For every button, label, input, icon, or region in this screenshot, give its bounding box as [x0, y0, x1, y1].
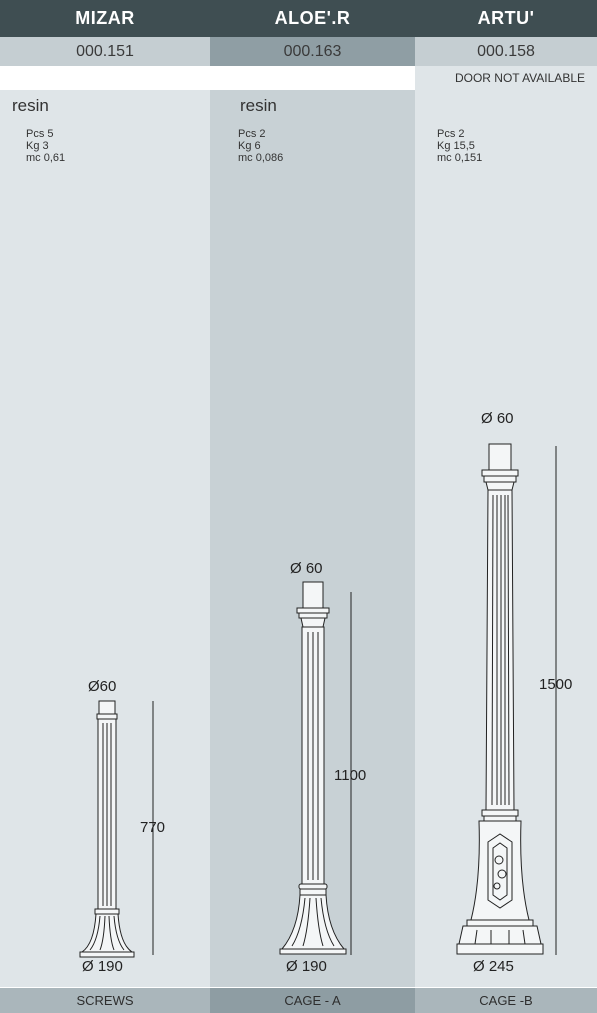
volume-value: mc 0,61	[26, 152, 66, 164]
door-note: DOOR NOT AVAILABLE	[454, 71, 585, 85]
product-code: 000.151	[0, 37, 210, 66]
material-label: resin	[240, 96, 277, 115]
note-strip	[210, 66, 415, 90]
note-strip	[415, 66, 597, 90]
spec-list: Pcs 5 Kg 3 mc 0,61	[26, 128, 65, 164]
pole-drawing-mizar	[79, 700, 154, 958]
mounting-label: CAGE -B	[415, 988, 597, 1013]
product-code: 000.158	[415, 37, 597, 66]
pole-drawing-aloe	[279, 581, 352, 955]
product-column-artu: ARTU' 000.158 DOOR NOT AVAILABLE Pcs 2 K…	[415, 0, 597, 1013]
material-label: resin	[12, 96, 49, 115]
spec-list: Pcs 2 Kg 6 mc 0,086	[238, 128, 283, 164]
product-code: 000.163	[210, 37, 415, 66]
top-diameter-label: Ø60	[88, 678, 117, 695]
product-column-aloe: ALOE'.R 000.163 resin Pcs 2 Kg 6 mc 0,08…	[210, 0, 415, 1013]
weight-value: Kg 3	[26, 140, 49, 152]
pole-drawing-artu	[456, 443, 557, 955]
product-column-mizar: MIZAR 000.151 resin Pcs 5 Kg 3 mc 0,61	[0, 0, 210, 1013]
pieces-value: Pcs 2	[238, 128, 266, 140]
base-diameter-label: Ø 190	[82, 958, 123, 975]
pieces-value: Pcs 2	[437, 128, 465, 140]
note-strip	[0, 66, 210, 90]
weight-value: Kg 15,5	[437, 140, 475, 152]
spec-list: Pcs 2 Kg 15,5 mc 0,151	[437, 128, 482, 164]
height-label: 1500	[539, 676, 573, 693]
mounting-label: CAGE - A	[210, 988, 415, 1013]
height-label: 1100	[334, 767, 367, 784]
base-diameter-label: Ø 190	[286, 958, 327, 975]
top-diameter-label: Ø 60	[290, 560, 323, 577]
top-diameter-label: Ø 60	[481, 410, 514, 427]
volume-value: mc 0,151	[437, 152, 483, 164]
volume-value: mc 0,086	[238, 152, 284, 164]
height-label: 770	[140, 819, 166, 836]
mounting-label: SCREWS	[0, 988, 210, 1013]
product-name: MIZAR	[0, 0, 210, 37]
pieces-value: Pcs 5	[26, 128, 54, 140]
product-name: ALOE'.R	[210, 0, 415, 37]
weight-value: Kg 6	[238, 140, 261, 152]
base-diameter-label: Ø 245	[473, 958, 514, 975]
product-name: ARTU'	[415, 0, 597, 37]
